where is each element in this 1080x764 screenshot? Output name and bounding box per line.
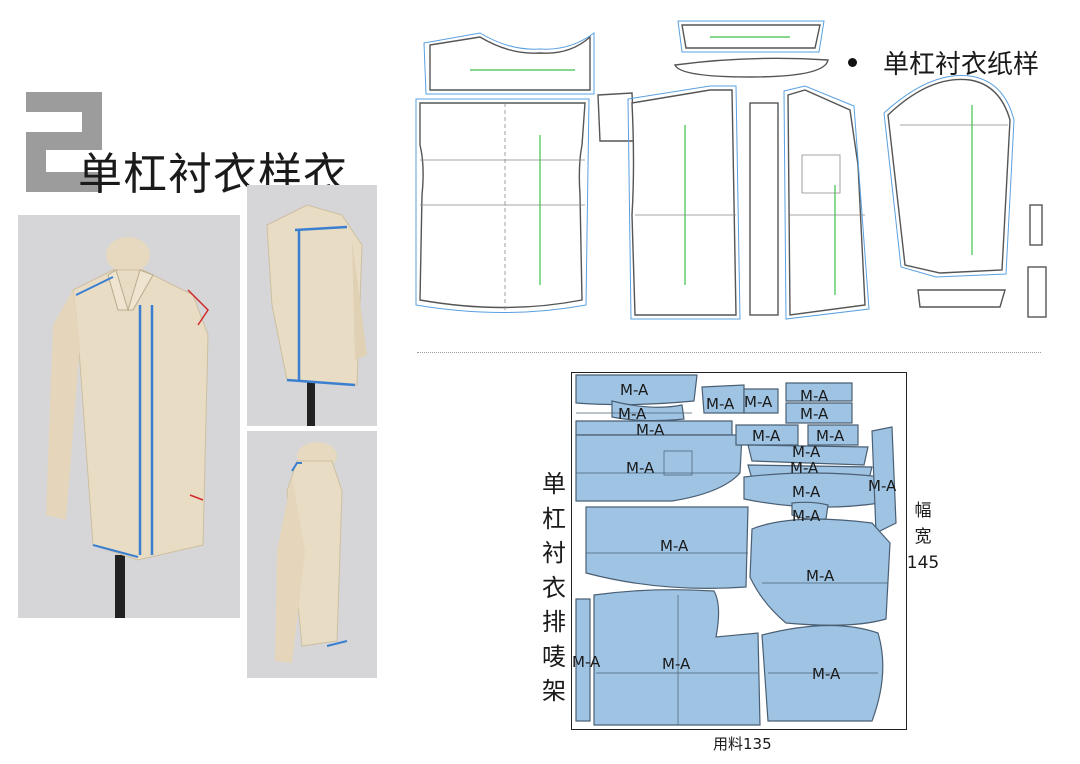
width-char: 宽 [914, 527, 932, 547]
photo-side [247, 431, 377, 678]
piece-label: M-A [662, 655, 691, 673]
sleeve-piece [887, 78, 1011, 274]
piece-label: M-A [800, 405, 829, 423]
piece-label: M-A [636, 421, 665, 439]
vertical-char: 衬 [542, 539, 566, 567]
marker-vertical-title: 单 杠 衬 衣 排 唛 架 [537, 467, 571, 709]
fabric-usage-label: 用料135 [713, 735, 772, 753]
piece-label: M-A [806, 567, 835, 585]
vertical-char: 杠 [542, 504, 566, 533]
piece-label: M-A [792, 483, 821, 501]
vertical-char: 单 [542, 470, 566, 498]
piece-label: M-A [800, 387, 829, 405]
piece-label: M-A [572, 653, 601, 671]
piece-label: M-A [868, 477, 897, 495]
piece-label: M-A [618, 405, 647, 423]
sleeve-placket [1029, 204, 1043, 246]
collar [674, 57, 829, 78]
pattern-pieces [415, 20, 1047, 320]
piece-label: M-A [812, 665, 841, 683]
section-divider [417, 352, 1041, 353]
piece-label: M-A [626, 459, 655, 477]
piece-label: M-A [790, 459, 819, 477]
placket-piece [749, 102, 779, 316]
vertical-char: 唛 [542, 642, 566, 671]
width-char: 幅 [914, 501, 932, 521]
yoke-piece [429, 35, 591, 91]
vertical-char: 架 [542, 677, 566, 705]
vertical-char: 衣 [542, 573, 566, 602]
cuff-piece [917, 289, 1006, 308]
right-front-piece [787, 89, 866, 316]
fabric-width-label: 幅 宽 145 [903, 498, 943, 576]
photo-front [18, 215, 240, 618]
section-number-graphic [26, 92, 102, 192]
piece-label: M-A [816, 427, 845, 445]
piece-label: M-A [620, 381, 649, 399]
piece-label: M-A [792, 443, 821, 461]
piece-label: M-A [752, 427, 781, 445]
piece-label: M-A [792, 507, 821, 525]
piece-label: M-A [744, 393, 773, 411]
left-front-piece [631, 89, 737, 316]
piece-label: M-A [660, 537, 689, 555]
photo-back [247, 185, 377, 426]
width-value: 145 [906, 553, 940, 573]
vertical-char: 排 [542, 608, 566, 636]
bullet-icon [848, 58, 857, 67]
piece-label: M-A [706, 395, 735, 413]
small-placket [1027, 266, 1047, 318]
